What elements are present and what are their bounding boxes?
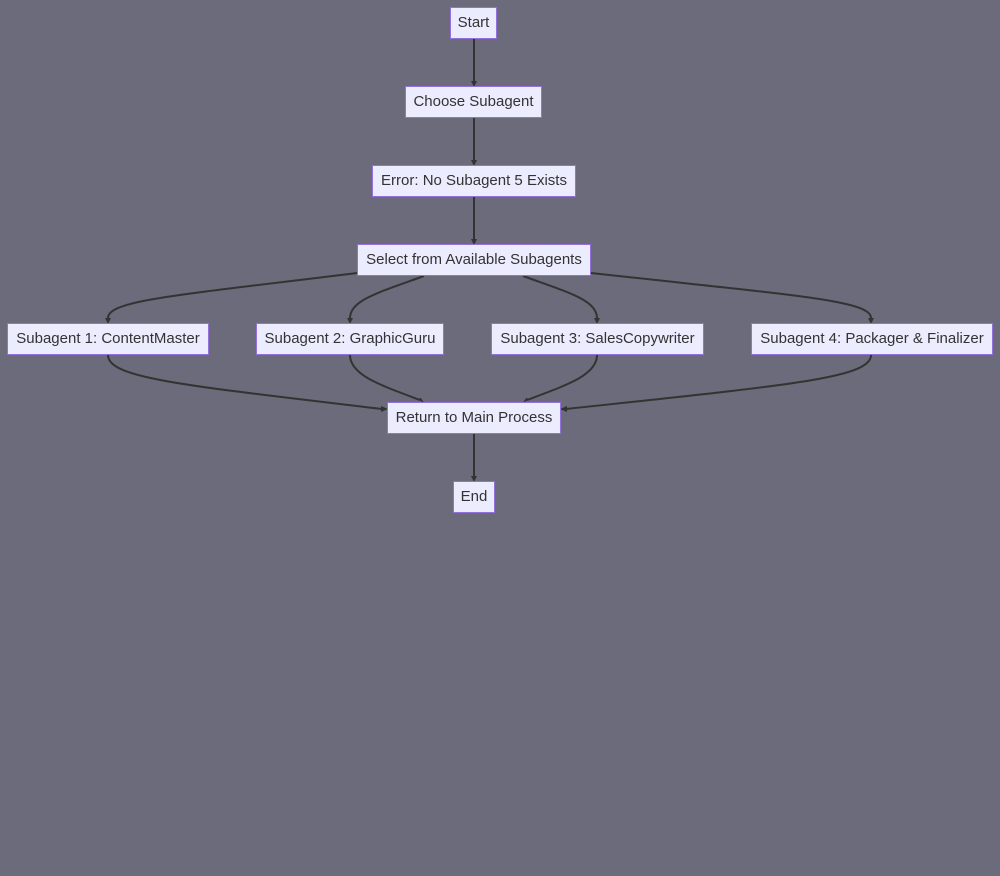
arrow-head xyxy=(105,318,111,324)
arrow-head xyxy=(471,476,477,482)
node-error-no-subagent-5[interactable]: Error: No Subagent 5 Exists xyxy=(372,165,576,197)
node-select-available-subagents[interactable]: Select from Available Subagents xyxy=(357,244,591,276)
arrow-head xyxy=(523,398,530,403)
node-end[interactable]: End xyxy=(453,481,495,513)
arrow-head xyxy=(417,398,424,403)
edge-select-sub4 xyxy=(590,272,872,319)
arrow-head xyxy=(347,318,353,324)
node-choose-subagent[interactable]: Choose Subagent xyxy=(405,86,542,118)
edge-sub4-return xyxy=(565,354,872,410)
edge-select-sub1 xyxy=(107,272,358,319)
edge-select-sub3 xyxy=(522,275,598,319)
edge-sub1-return xyxy=(107,354,383,410)
node-subagent-1[interactable]: Subagent 1: ContentMaster xyxy=(7,323,209,355)
edge-sub3-return xyxy=(526,354,598,401)
arrow-head xyxy=(471,81,477,87)
arrow-head xyxy=(868,318,874,324)
arrow-head xyxy=(471,239,477,245)
node-subagent-3[interactable]: Subagent 3: SalesCopywriter xyxy=(491,323,704,355)
arrow-head xyxy=(560,406,567,412)
node-subagent-4[interactable]: Subagent 4: Packager & Finalizer xyxy=(751,323,993,355)
edge-select-sub2 xyxy=(349,275,425,319)
arrow-head xyxy=(381,406,388,412)
node-subagent-2[interactable]: Subagent 2: GraphicGuru xyxy=(256,323,444,355)
node-start[interactable]: Start xyxy=(450,7,497,39)
arrow-head xyxy=(471,160,477,166)
node-return-main-process[interactable]: Return to Main Process xyxy=(387,402,561,434)
edge-sub2-return xyxy=(349,354,421,401)
arrow-head xyxy=(594,318,600,324)
